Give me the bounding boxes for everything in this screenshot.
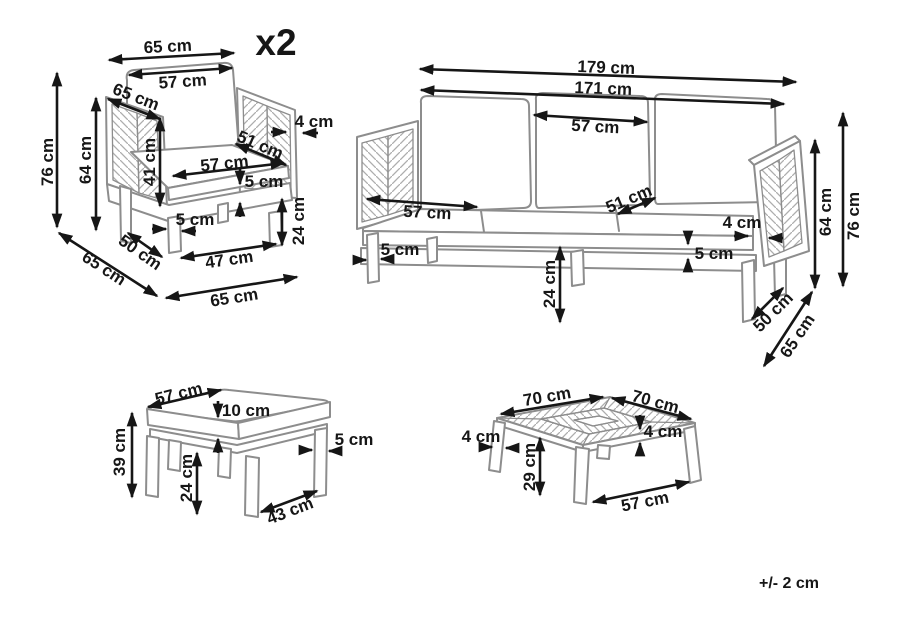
armchair-dim-base-depth: 50 cm bbox=[115, 231, 165, 274]
dim-label: 57 cm bbox=[158, 70, 207, 92]
dim-label: 5 cm bbox=[176, 210, 215, 229]
ottoman-leg bbox=[244, 455, 260, 518]
dim-label: 50 cm bbox=[115, 231, 165, 274]
dim-label: 4 cm bbox=[723, 213, 762, 232]
sofa-dim-leg-height: 24 cm bbox=[540, 245, 566, 324]
dim-label: 41 cm bbox=[140, 138, 159, 186]
armchair-dimensions: 65 cm 57 cm 65 cm 41 cm 4 cm 51 cm bbox=[38, 36, 333, 311]
dim-label: 24 cm bbox=[540, 260, 559, 308]
armchair-quantity-label: x2 bbox=[255, 22, 296, 63]
armchair-dim-cushion-thickness: 5 cm bbox=[234, 169, 284, 217]
table-leg bbox=[596, 444, 611, 460]
dim-label: 65 cm bbox=[79, 247, 130, 289]
dim-label: 171 cm bbox=[574, 78, 632, 99]
sofa-back-cushion bbox=[419, 95, 532, 213]
dim-label: 43 cm bbox=[264, 493, 316, 528]
dim-label: 29 cm bbox=[520, 443, 539, 491]
dim-label: 5 cm bbox=[381, 240, 420, 259]
armchair-dim-base-width: 47 cm bbox=[179, 240, 278, 273]
armchair-diagram: 65 cm 57 cm 65 cm 41 cm 4 cm 51 cm bbox=[38, 22, 333, 311]
dim-label: 5 cm bbox=[335, 430, 374, 449]
table-dim-leg-height: 29 cm bbox=[520, 436, 546, 497]
sofa-dim-overall-width: 179 cm bbox=[418, 57, 798, 87]
table-leg bbox=[488, 420, 506, 473]
armchair-dim-seat-width: 57 cm bbox=[171, 152, 286, 180]
dim-label: 76 cm bbox=[38, 138, 57, 186]
dim-label: 57 cm bbox=[403, 202, 452, 223]
armchair-dim-front-width: 65 cm bbox=[164, 273, 299, 311]
dim-label: 4 cm bbox=[462, 427, 501, 446]
armchair-dim-top-width: 65 cm bbox=[107, 36, 236, 65]
armchair-dim-back-cushion-width: 57 cm bbox=[127, 63, 234, 93]
ottoman-diagram: 57 cm 10 cm 5 cm 39 cm 24 cm bbox=[110, 379, 373, 529]
ottoman-dim-overall-height: 39 cm bbox=[110, 411, 138, 499]
dim-label: 5 cm bbox=[695, 244, 734, 263]
sofa-dim-overall-height: 76 cm bbox=[837, 111, 863, 288]
ottoman-dim-base-depth: 43 cm bbox=[259, 489, 319, 528]
dim-label: 24 cm bbox=[177, 454, 196, 502]
ottoman-leg bbox=[217, 446, 232, 479]
ottoman-dim-leg-height: 24 cm bbox=[177, 451, 203, 516]
sofa-diagram: 179 cm 171 cm 57 cm 57 cm 51 cm 4 cm bbox=[352, 57, 863, 368]
table-dim-top-thickness: 4 cm bbox=[634, 415, 683, 457]
dim-label: 39 cm bbox=[110, 428, 129, 476]
table-diagram: 70 cm 70 cm 4 cm 4 cm 29 cm bbox=[462, 383, 702, 516]
table-leg bbox=[683, 425, 702, 484]
armchair-dim-arm-height: 64 cm bbox=[76, 96, 102, 232]
sofa-leg bbox=[570, 249, 585, 287]
dim-label: 57 cm bbox=[619, 488, 670, 516]
armchair-dim-leg-width: 5 cm bbox=[152, 210, 215, 237]
ottoman-leg bbox=[313, 427, 328, 498]
dim-label: 57 cm bbox=[571, 116, 620, 137]
sofa-leg bbox=[741, 259, 756, 323]
ottoman-dim-cushion-thickness: 10 cm bbox=[212, 401, 270, 453]
sofa-dim-leg-width: 5 cm bbox=[352, 240, 420, 266]
table-dim-leg-width: 4 cm bbox=[462, 427, 520, 454]
ottoman-leg bbox=[167, 439, 182, 472]
sofa-dim-rail-height: 5 cm bbox=[682, 230, 734, 273]
sofa-dim-arm-height: 64 cm bbox=[809, 138, 835, 290]
dim-label: 76 cm bbox=[844, 192, 863, 240]
dim-label: 65 cm bbox=[209, 284, 260, 310]
dim-label: 64 cm bbox=[816, 188, 835, 236]
dim-label: 10 cm bbox=[222, 401, 270, 420]
armchair-dim-arm-panel-height: 41 cm bbox=[140, 116, 166, 208]
dim-label: 64 cm bbox=[76, 136, 95, 184]
dim-label: 179 cm bbox=[577, 57, 635, 78]
armchair-dim-overall-height: 76 cm bbox=[38, 71, 63, 229]
tolerance-note: +/- 2 cm bbox=[759, 575, 819, 592]
sofa-dim-inner-width: 171 cm bbox=[419, 78, 786, 109]
armchair-base-rail bbox=[106, 182, 293, 223]
dim-label: 57 cm bbox=[199, 152, 249, 176]
dim-label: 47 cm bbox=[204, 247, 254, 273]
ottoman-leg bbox=[145, 435, 160, 498]
ottoman-dim-leg-width: 5 cm bbox=[298, 430, 374, 457]
armchair-leg bbox=[217, 202, 229, 224]
armchair-dim-arm-thickness: 4 cm bbox=[271, 112, 334, 139]
armchair-dim-leg-height: 24 cm bbox=[276, 197, 308, 247]
dim-label: 24 cm bbox=[289, 197, 308, 245]
table-leg bbox=[573, 446, 590, 505]
dim-label: 65 cm bbox=[143, 36, 192, 57]
sofa-leg bbox=[366, 232, 380, 284]
armchair-leg bbox=[268, 210, 283, 248]
sofa-leg bbox=[426, 236, 438, 264]
sofa-dim-seat-cushion-width: 57 cm bbox=[365, 194, 479, 223]
sofa-dim-back-cushion-width: 57 cm bbox=[532, 110, 649, 137]
dim-label: 5 cm bbox=[245, 172, 284, 191]
sofa-dim-arm-thickness: 4 cm bbox=[723, 213, 783, 244]
table-dim-base-depth: 57 cm bbox=[591, 479, 691, 516]
dim-label: 4 cm bbox=[295, 112, 334, 131]
sofa-drawing bbox=[356, 92, 810, 323]
dim-label: 4 cm bbox=[644, 422, 683, 441]
